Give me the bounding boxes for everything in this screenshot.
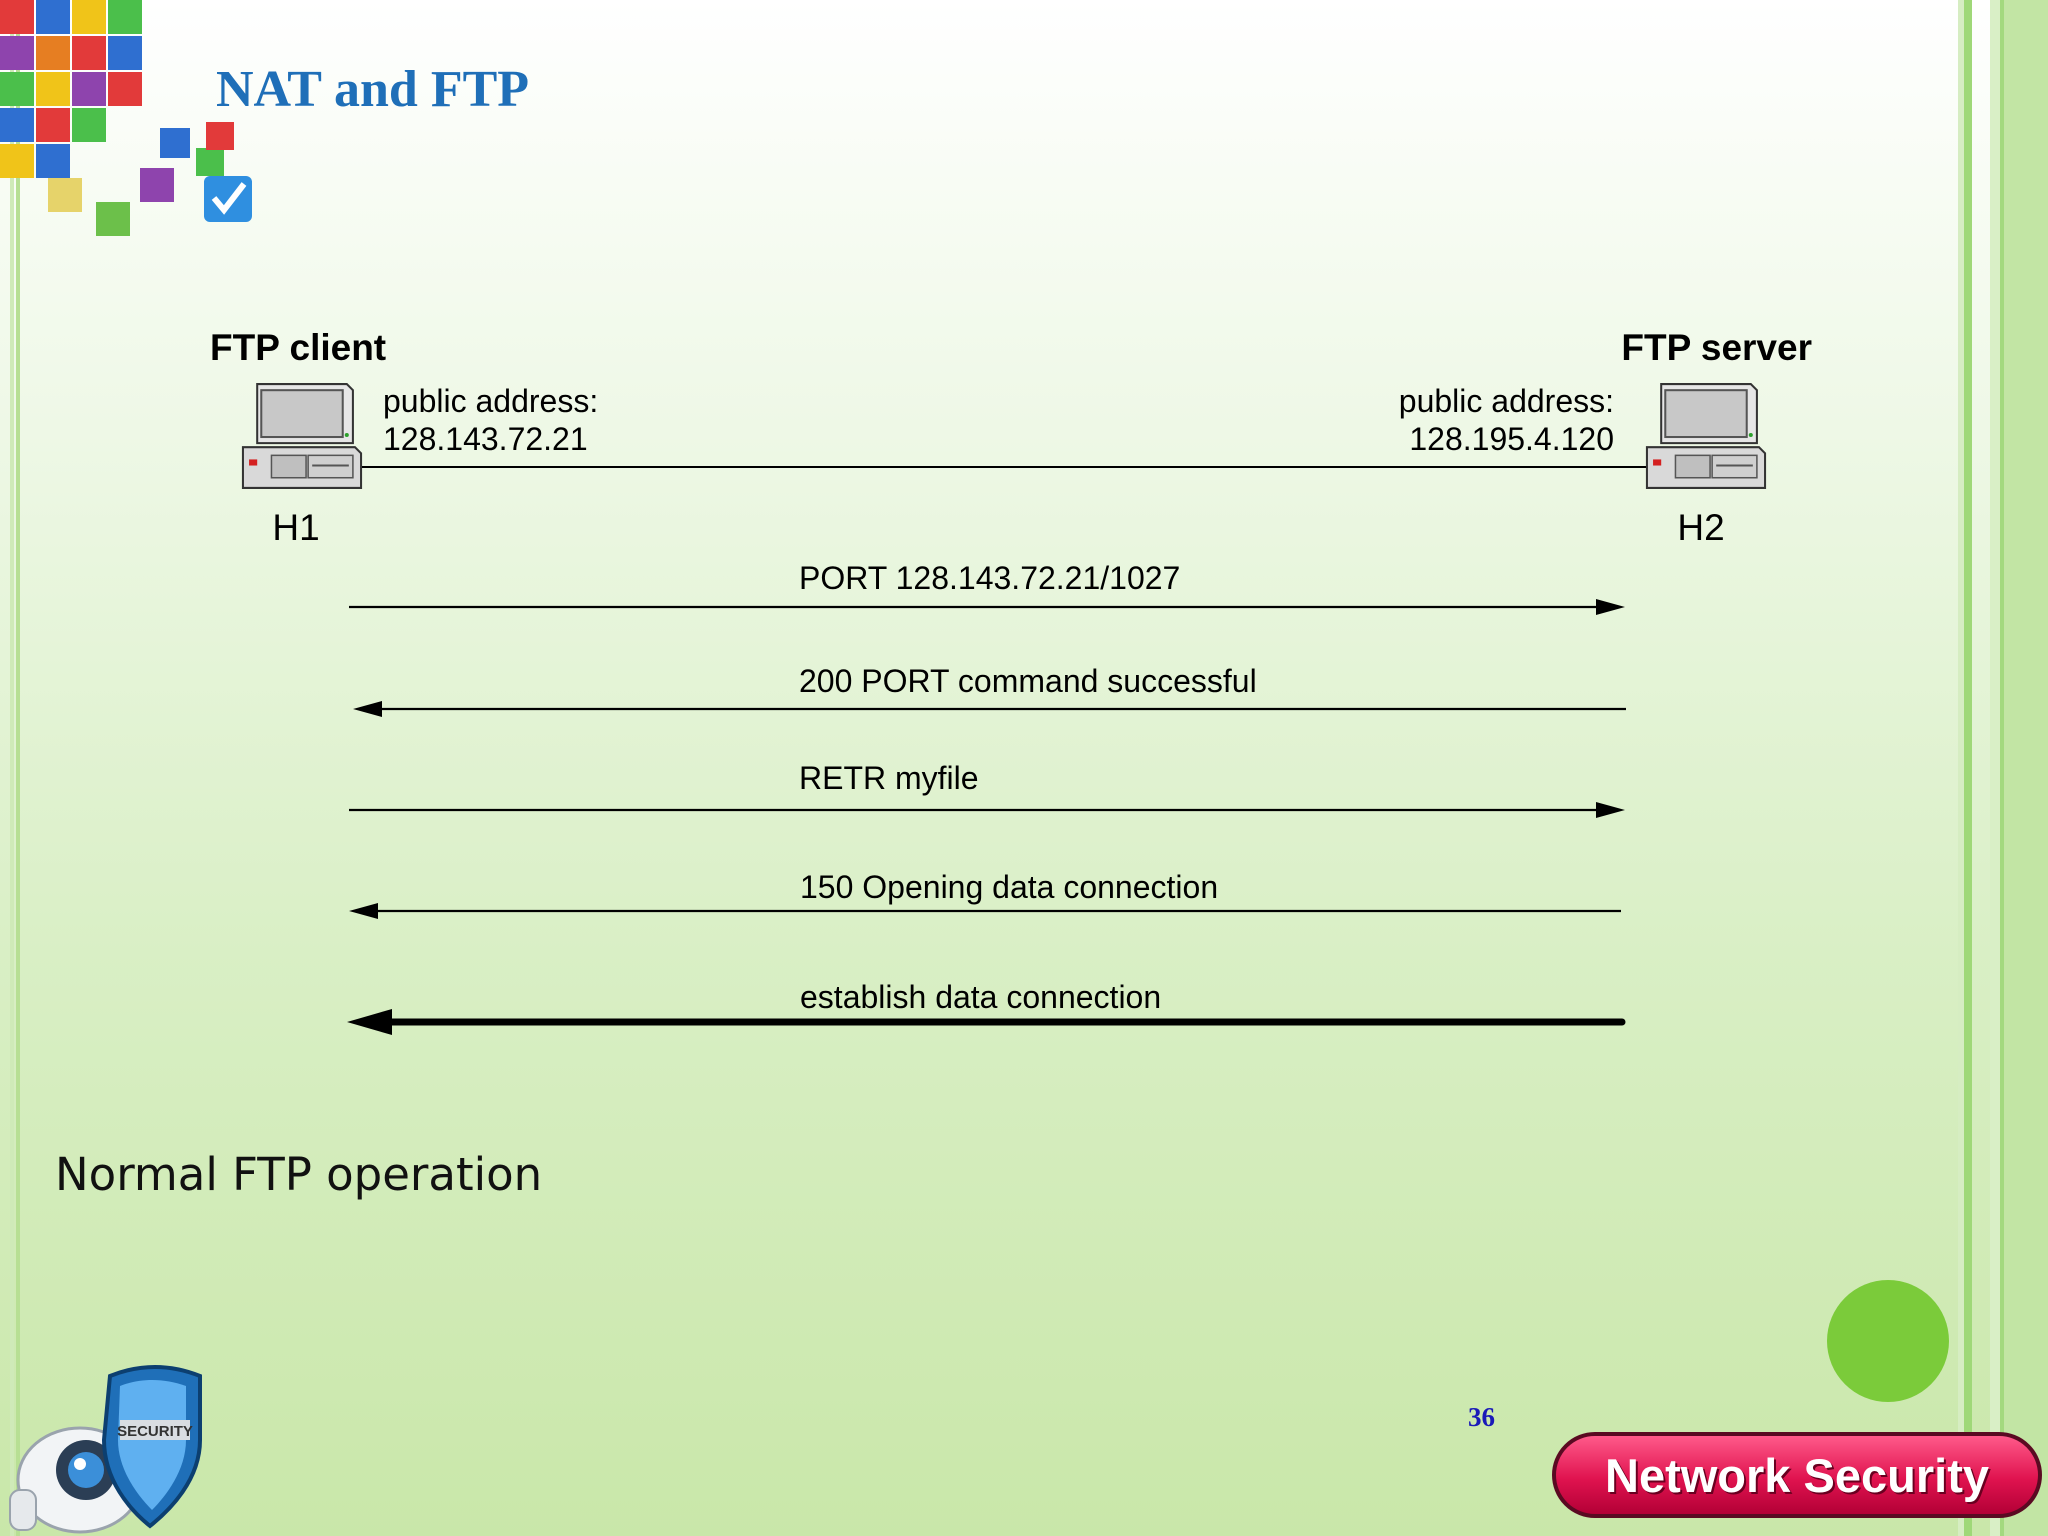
computer-icon <box>241 383 363 489</box>
server-address: 128.195.4.120 <box>1409 421 1614 457</box>
computer-icon <box>1645 383 1767 489</box>
slide-caption: Normal FTP operation <box>55 1148 543 1201</box>
decor-stripe <box>16 0 20 1536</box>
server-address-label: public address: <box>1399 383 1614 419</box>
decor-stripe <box>10 0 14 1536</box>
security-robot-icon: SECURITY <box>9 1365 202 1534</box>
arrowhead <box>1596 599 1625 615</box>
client-address: 128.143.72.21 <box>383 421 588 457</box>
decor-stripe <box>1990 0 2000 1536</box>
client-address-label: public address: <box>383 383 598 419</box>
client-host-label: H1 <box>272 507 319 548</box>
decor-stripe <box>2004 0 2048 1536</box>
brand-badge: Network Security <box>1552 1432 2042 1518</box>
page-number: 36 <box>1468 1402 1495 1432</box>
decor-stripe <box>2000 0 2004 1536</box>
message-label: PORT 128.143.72.21/1027 <box>799 560 1180 596</box>
brand-label: Network Security <box>1605 1448 1989 1502</box>
server-host-label: H2 <box>1677 507 1724 548</box>
arrowhead <box>347 1009 392 1035</box>
svg-text:SECURITY: SECURITY <box>117 1423 193 1440</box>
arrowhead <box>1596 802 1625 818</box>
message-label: 200 PORT command successful <box>799 663 1257 699</box>
decor-stripe <box>1958 0 1964 1536</box>
color-cubes-icon <box>0 0 252 236</box>
slide-title: NAT and FTP <box>216 61 530 118</box>
client-title: FTP client <box>210 327 386 368</box>
decor-circle <box>1827 1280 1949 1402</box>
decor-stripe <box>1964 0 1972 1536</box>
message-label: establish data connection <box>800 979 1161 1015</box>
arrowhead <box>349 903 378 919</box>
message-label: RETR myfile <box>799 760 979 796</box>
message-label: 150 Opening data connection <box>800 869 1218 905</box>
server-title: FTP server <box>1621 327 1812 368</box>
arrowhead <box>353 701 382 717</box>
